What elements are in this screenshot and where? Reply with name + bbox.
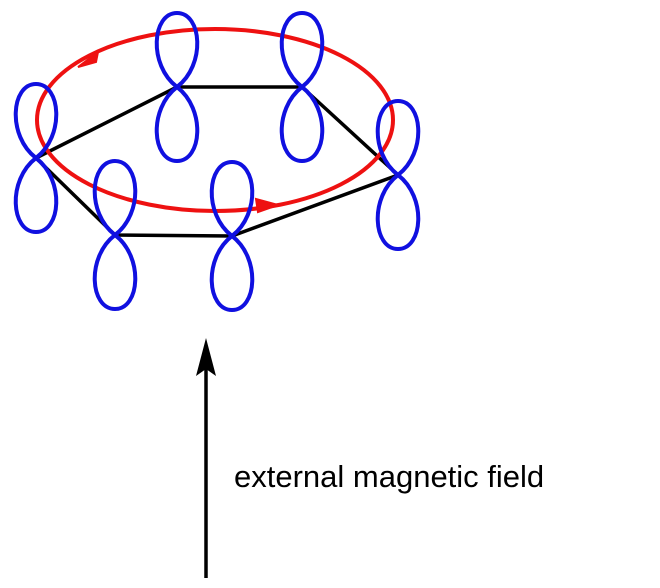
lower-p-orbital-lobe (209, 233, 255, 313)
lower-p-orbital-lobe (92, 232, 138, 312)
upper-p-orbital-lobe (154, 10, 200, 90)
upper-p-orbital-lobe (92, 158, 138, 238)
lower-p-orbital-lobe (13, 155, 59, 235)
upper-p-orbital-lobe (279, 10, 325, 90)
external-magnetic-field-label: external magnetic field (234, 459, 544, 494)
upper-p-orbital-lobe (13, 81, 59, 161)
lower-p-orbital-lobe (279, 84, 325, 164)
ring-current-arrowhead-right (254, 197, 282, 214)
upper-p-orbital-lobe (375, 98, 421, 178)
lower-p-orbital-lobe (375, 172, 421, 252)
lower-p-orbital-lobe (154, 84, 200, 164)
upper-p-orbital-lobe (209, 159, 255, 239)
magnetic-field-arrowhead (196, 338, 216, 376)
ring-current-arrowhead-left (77, 49, 100, 68)
p-orbitals (13, 10, 421, 313)
